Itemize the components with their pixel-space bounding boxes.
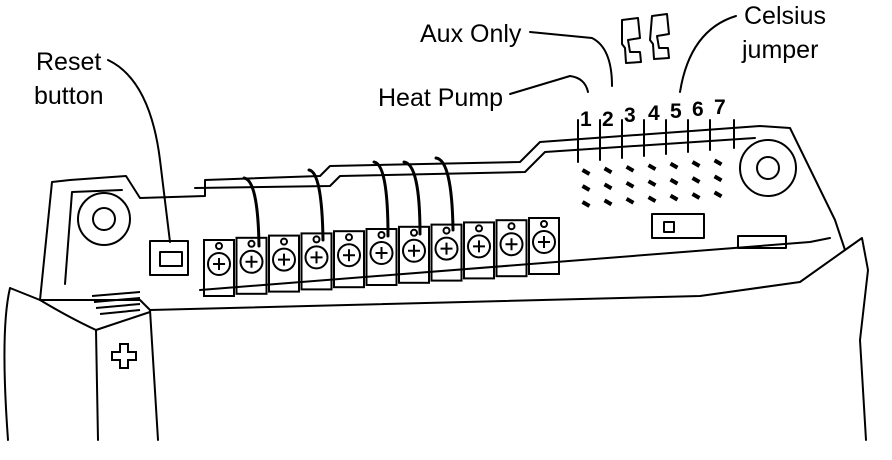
wire-jumper-2 bbox=[307, 168, 325, 242]
housing-body bbox=[3, 237, 869, 441]
terminal-screw bbox=[365, 228, 398, 286]
jumper-pin bbox=[713, 158, 723, 167]
jumper-numbers: 1 2 3 4 5 6 7 bbox=[580, 96, 726, 131]
wire-jumper-3 bbox=[372, 160, 390, 238]
jumper-pin bbox=[603, 182, 613, 191]
base-plate-outline bbox=[39, 125, 846, 301]
jumper-number-5: 5 bbox=[670, 100, 682, 123]
jumper-number-4: 4 bbox=[648, 102, 660, 125]
jumper-pin bbox=[691, 176, 701, 184]
terminal-screw bbox=[463, 221, 495, 280]
celsius-label-line1: Celsius bbox=[744, 2, 826, 30]
jumper-pin bbox=[713, 190, 723, 199]
jumper-number-1: 1 bbox=[580, 108, 592, 131]
jumper-pin bbox=[603, 198, 613, 207]
aux-only-label: Aux Only bbox=[420, 20, 522, 48]
reset-label-line1: Reset bbox=[36, 48, 101, 76]
terminal-screw bbox=[300, 232, 333, 291]
jumper-pin bbox=[713, 174, 723, 183]
jumper-pin bbox=[669, 177, 679, 186]
celsius-jumper-left bbox=[621, 17, 642, 64]
jumper-pin bbox=[691, 160, 701, 168]
celsius-jumper-right bbox=[649, 13, 670, 60]
jumper-number-2: 2 bbox=[602, 108, 614, 131]
reset-button-face bbox=[159, 251, 183, 267]
heat-pump-leader-line bbox=[509, 75, 589, 95]
jumper-pin bbox=[581, 184, 591, 192]
slide-switch-knob bbox=[663, 221, 675, 233]
jumper-pin bbox=[581, 200, 591, 208]
terminal-screw bbox=[430, 223, 463, 282]
wire-jumper-4 bbox=[402, 160, 422, 236]
jumper-pin bbox=[669, 161, 679, 170]
terminal-screw bbox=[398, 225, 430, 284]
jumper-pin bbox=[603, 166, 613, 175]
terminal-screw bbox=[203, 239, 235, 297]
terminal-screw bbox=[333, 230, 365, 289]
jumper-pin bbox=[691, 192, 701, 200]
terminal-screw bbox=[268, 234, 300, 293]
celsius-leader-line bbox=[679, 15, 737, 93]
wire-jumper-1 bbox=[242, 176, 261, 248]
housing-inner-edge bbox=[39, 299, 159, 441]
plus-symbol bbox=[111, 343, 137, 369]
reset-leader-line bbox=[107, 59, 171, 243]
jumper-pin bbox=[669, 193, 679, 202]
jumper-post-lines bbox=[577, 119, 735, 163]
slide-switch bbox=[651, 213, 705, 239]
jumper-pin bbox=[625, 181, 635, 189]
left-screw-mount-inner bbox=[92, 207, 116, 231]
vent-slots bbox=[91, 291, 141, 315]
jumper-pin bbox=[581, 168, 591, 176]
base-plate-inner bbox=[64, 137, 831, 291]
terminal-block bbox=[203, 217, 560, 297]
terminal-screw bbox=[495, 219, 528, 278]
jumper-number-6: 6 bbox=[692, 98, 704, 121]
board-connector bbox=[737, 235, 787, 249]
jumper-pin bbox=[647, 179, 657, 187]
wire-jumper-5 bbox=[434, 156, 455, 232]
wire-jumpers bbox=[242, 156, 455, 248]
reset-label-line2: button bbox=[34, 82, 104, 110]
jumper-number-7: 7 bbox=[714, 96, 726, 119]
jumper-pin-grid bbox=[581, 158, 723, 208]
left-screw-mount-outer bbox=[77, 192, 131, 246]
jumper-pin bbox=[625, 165, 635, 173]
jumper-pin bbox=[625, 197, 635, 205]
aux-only-leader-line bbox=[529, 31, 613, 87]
heat-pump-label: Heat Pump bbox=[378, 84, 503, 112]
terminal-screw bbox=[235, 236, 268, 295]
jumper-number-3: 3 bbox=[624, 104, 636, 127]
right-screw-mount-outer bbox=[739, 139, 797, 197]
jumper-pin bbox=[647, 163, 657, 171]
right-screw-mount-inner bbox=[756, 156, 780, 180]
celsius-label-line2: jumper bbox=[741, 36, 818, 64]
jumper-pin bbox=[647, 195, 657, 203]
terminal-screw bbox=[528, 217, 560, 275]
